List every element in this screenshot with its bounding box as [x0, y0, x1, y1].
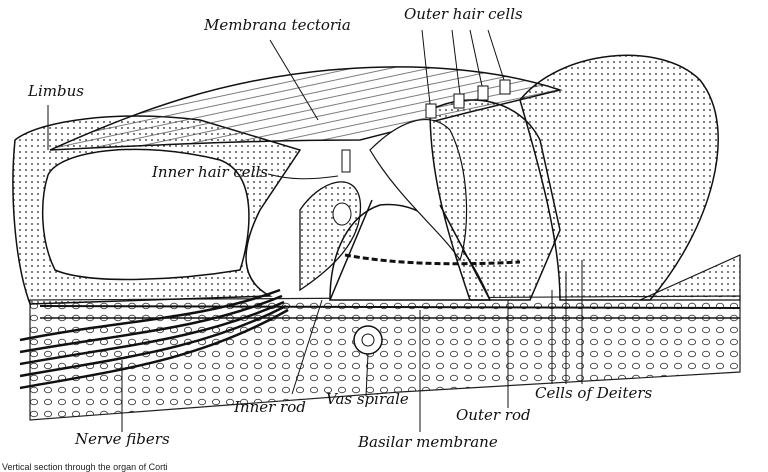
nerve-fiber-bundle	[19, 288, 289, 390]
label-membrana-tectoria: Membrana tectoria	[204, 16, 351, 34]
label-cells-of-deiters: Cells of Deiters	[535, 384, 653, 402]
inner-hair-cell-group	[299, 149, 362, 292]
basilar-region	[29, 295, 741, 421]
figure-caption: Vertical section through the organ of Co…	[2, 462, 168, 472]
pillar-rods	[329, 199, 521, 301]
label-outer-rod: Outer rod	[456, 406, 531, 424]
hensen-cell-mass	[519, 54, 741, 301]
membrana-tectoria	[49, 66, 563, 151]
label-nerve-fibers: Nerve fibers	[75, 430, 170, 448]
label-outer-hair-cells: Outer hair cells	[404, 5, 523, 23]
label-basilar-membrane: Basilar membrane	[358, 433, 498, 451]
label-vas-spirale: Vas spirale	[326, 390, 409, 408]
vas-spirale-vessel	[353, 325, 383, 355]
leader-lines	[47, 29, 583, 432]
label-limbus: Limbus	[28, 82, 84, 100]
label-inner-hair-cells: Inner hair cells	[152, 163, 268, 181]
limbus-body	[12, 115, 302, 305]
outer-hair-cell-group	[425, 79, 561, 301]
label-inner-rod: Inner rod	[234, 398, 306, 416]
